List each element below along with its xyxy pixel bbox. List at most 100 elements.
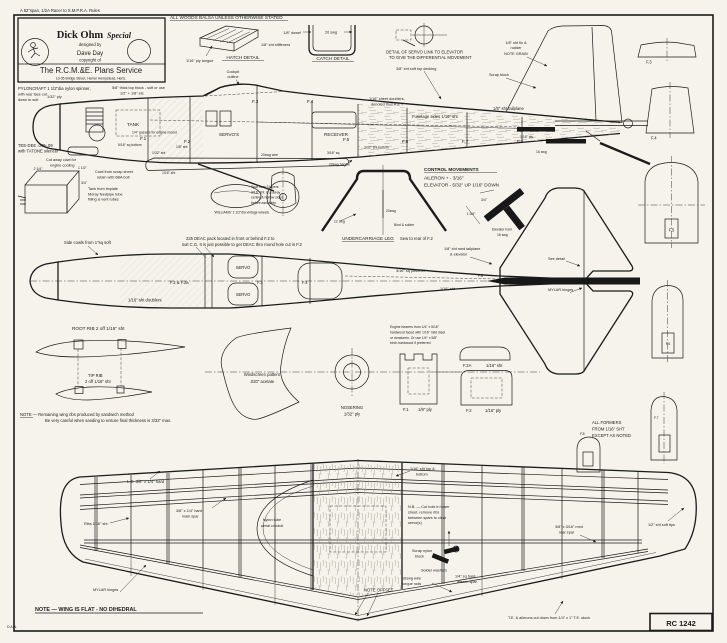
former-f1-label: F.1 <box>403 407 409 412</box>
sheet-border: A 52"span, 1/2A Racer to S.M.P.R.A. Rule… <box>7 8 714 632</box>
cowl-cut-label-2: engine cooling <box>50 163 75 167</box>
engine-drawing <box>67 107 106 156</box>
plan-f4-label: F.4 <box>302 280 308 285</box>
catch-dowel-label: 1/8" dowel <box>283 31 301 35</box>
top-block-note-2: 1/2" + 1/8" etc <box>120 91 144 95</box>
wing-aileron-spar-label-1: 1/4" sq hard <box>455 575 475 579</box>
tank-make-label-2: Moray feedpipe tube <box>88 192 123 196</box>
wing-ribs-label: Ribs 1/16" sht <box>84 522 108 526</box>
deac-note-1: 225 DEAC pack located in front or behind… <box>186 236 275 241</box>
former-f2-callout: F.2 <box>184 139 191 144</box>
formers-note-3: EXCEPT AS NOTED <box>592 433 631 438</box>
formers-note-2: FROM 1/16" SHT <box>592 427 625 432</box>
side-cowls-label: Side cowls from 1"sq soft <box>64 240 112 245</box>
fin-sheet-label-2: rudder <box>511 46 523 50</box>
wing-sheet-label-2: bottom <box>416 472 428 476</box>
wire-20swg-label: 20swg wire <box>261 153 278 157</box>
cockpit-label-1: Cockpit <box>227 70 241 74</box>
tank-detail-drawing: 2 1/4" 1 1/2" 3/4" <box>17 166 88 214</box>
wing-sheet-label-1: 1/16" sht top & <box>410 467 435 471</box>
publisher-address: 13-35 Bridge Street, Hemel Hempstead, He… <box>56 77 126 81</box>
bottom-3-32-label: 3/32" sht bottom <box>364 146 389 150</box>
hatch-tongue-label: 1/16" ply tongue <box>186 59 213 63</box>
former-f4-callout: F.4 <box>307 99 314 104</box>
uc-title: UNDERCARRIAGE LEG <box>342 236 394 241</box>
spinner-note-2: with rear face cut <box>18 93 48 97</box>
cockpit-label-2: outline <box>227 75 238 79</box>
plan-number: RC 1242 <box>666 619 696 628</box>
tank-label: TANK <box>127 122 140 127</box>
wing-nb-note-1: N.B. — Cut hole in lower <box>408 505 450 509</box>
servo-box-1 <box>205 110 218 127</box>
former-f4-label: F.4 <box>651 136 657 141</box>
former-f2a-label: F.2A <box>463 363 472 368</box>
sht-1-16-label: 1/16" sht <box>162 171 175 175</box>
bearers-note-1: Engine bearers from 1/4" x 5/16" <box>390 325 440 329</box>
tank-dim-c: 3/4" <box>81 181 88 185</box>
plan-pushrod-label: 3/16" sq pushrod <box>396 269 425 273</box>
sht-1-8-label: 1/8" sht <box>176 145 187 149</box>
horn-dim-b: 1 3/4" <box>467 212 477 216</box>
catch-detail-title: CATCH DETAIL <box>316 56 350 61</box>
cowl-make-label-1: Cowl from scrap sheet <box>95 170 134 174</box>
spat-note-1: Spat from 3 layers <box>251 185 279 189</box>
wing-torque-label-2: torque rods <box>402 582 421 586</box>
plan-f2-f2a-label: F.2 & F.2a <box>170 280 189 285</box>
wing-tips-label: 1/2" sht soft tips <box>648 523 675 527</box>
handle-label: 20swg handle <box>329 163 350 167</box>
fuselage-side-view: 1/8" sht fin & rudder NOTE GRAIN Scrap b… <box>18 25 651 202</box>
tip-rib-title-2: 2 off 1/16" sht <box>85 379 111 384</box>
wing-le-label: L.E. 3/8" x 1/4" hard <box>127 479 165 484</box>
williams-wheels-label: 'WILLIAMS' 1 1/2"dia vintage wheels <box>214 211 269 215</box>
former-templates-right: F.3 F.4 F.5 F.6 F.7 F.8 ALL FORMERS FROM… <box>576 38 705 473</box>
wing-mylar-label: MYLAR hinges <box>93 588 118 592</box>
uc-12swg-label: 12 swg <box>334 220 345 224</box>
wing-torque-label-1: 16swg wire <box>402 577 421 581</box>
former-f3-callout: F.3 <box>252 99 259 104</box>
spat-note-3: centre & hollow sides <box>251 196 283 200</box>
uc-20swg-label: 20swg <box>386 209 396 213</box>
wing-te-note: T.E. & ailerons cut down from 1/4" x 1" … <box>508 616 590 620</box>
plan-doublers-label: 1/16" sht doublers <box>128 298 162 303</box>
formers-note-1: ALL FORMERS <box>592 420 622 425</box>
wing-scrap-label-2: block <box>415 554 424 558</box>
tank-dim-b: 1 1/2" <box>78 166 88 170</box>
wing-aileron-spar-label-2: aileron spar <box>457 580 478 584</box>
windscreen-label-2: .020" acetate <box>250 379 275 384</box>
swg-16-label: 16 swg <box>536 150 547 154</box>
hatch-stiffeners-label: 1/8" sht stiffeners <box>261 43 290 47</box>
doublers-note-1: 1/16" sheet doublers, <box>369 97 405 101</box>
tail-med-sheet-2: & elevator <box>450 252 468 256</box>
spinner-note-1: PYLONCRAFT 1 1/2"dia nylon spinner, <box>18 86 91 91</box>
materials-note-label: ALL WOODS BALSA UNLESS OTHERWISE STATED <box>170 15 283 20</box>
wing-washers-label: Solder washers <box>421 569 447 573</box>
torque-rod-hardware <box>431 530 460 564</box>
plan-title-suffix: Special <box>107 31 132 40</box>
former-f1-callout: F.1 <box>140 136 147 141</box>
former-f1-material: 1/8" ply <box>418 407 433 412</box>
plan-sht116-label: 1/16" sht <box>440 287 456 291</box>
nosering-drawing: NOSERING 1/32" ply <box>334 348 370 416</box>
servos-label: SERVO'S <box>219 132 239 137</box>
fuel-tank-outline <box>115 109 161 137</box>
wing-scrap-label-1: Scrap nylon <box>412 549 432 553</box>
root-rib-title: ROOT RIB 2 off 1/16" sht <box>72 326 125 331</box>
bottom-sq-label: 5/16" sq bottom <box>118 143 142 147</box>
bearers-note-4: birch hardwood if preferred <box>390 341 431 345</box>
servo-link-title-1: DETAIL OF SERVO LINK TO ELEVATOR <box>386 50 463 55</box>
servo-link-detail-drawing: DETAIL OF SERVO LINK TO ELEVATOR TO GIVE… <box>386 23 472 100</box>
former-f7-callout: F.7 <box>462 139 469 144</box>
ply-1-32-label: 1/32" ply <box>47 95 62 99</box>
sq-3-16-label: 3/16" sq <box>327 151 339 155</box>
top-block-note-1: 5/8" thick top block - soft or use <box>112 86 165 90</box>
spinner-note-3: down to suit <box>18 98 39 102</box>
undercarriage-detail-drawing: 12 swg 20swg Bind & solder UNDERCARRIAGE… <box>321 165 447 242</box>
rib-templates: ROOT RIB 2 off 1/16" sht TIP RIB 2 off 1… <box>20 326 186 423</box>
tip-rib-title-1: TIP RIB <box>88 373 103 378</box>
deac-note-2: suit C.G. It is just possible to get DEA… <box>182 242 303 247</box>
wheel-spat-drawing: Spat from 3 layers 3/16" sht. Cut away c… <box>210 168 300 218</box>
fuselage-plan-view: 225 DEAC pack located in front or behind… <box>29 236 585 309</box>
sht-1-32-label: 1/32" sht <box>152 151 165 155</box>
nosering-label-2: 1/32" ply <box>344 411 361 416</box>
